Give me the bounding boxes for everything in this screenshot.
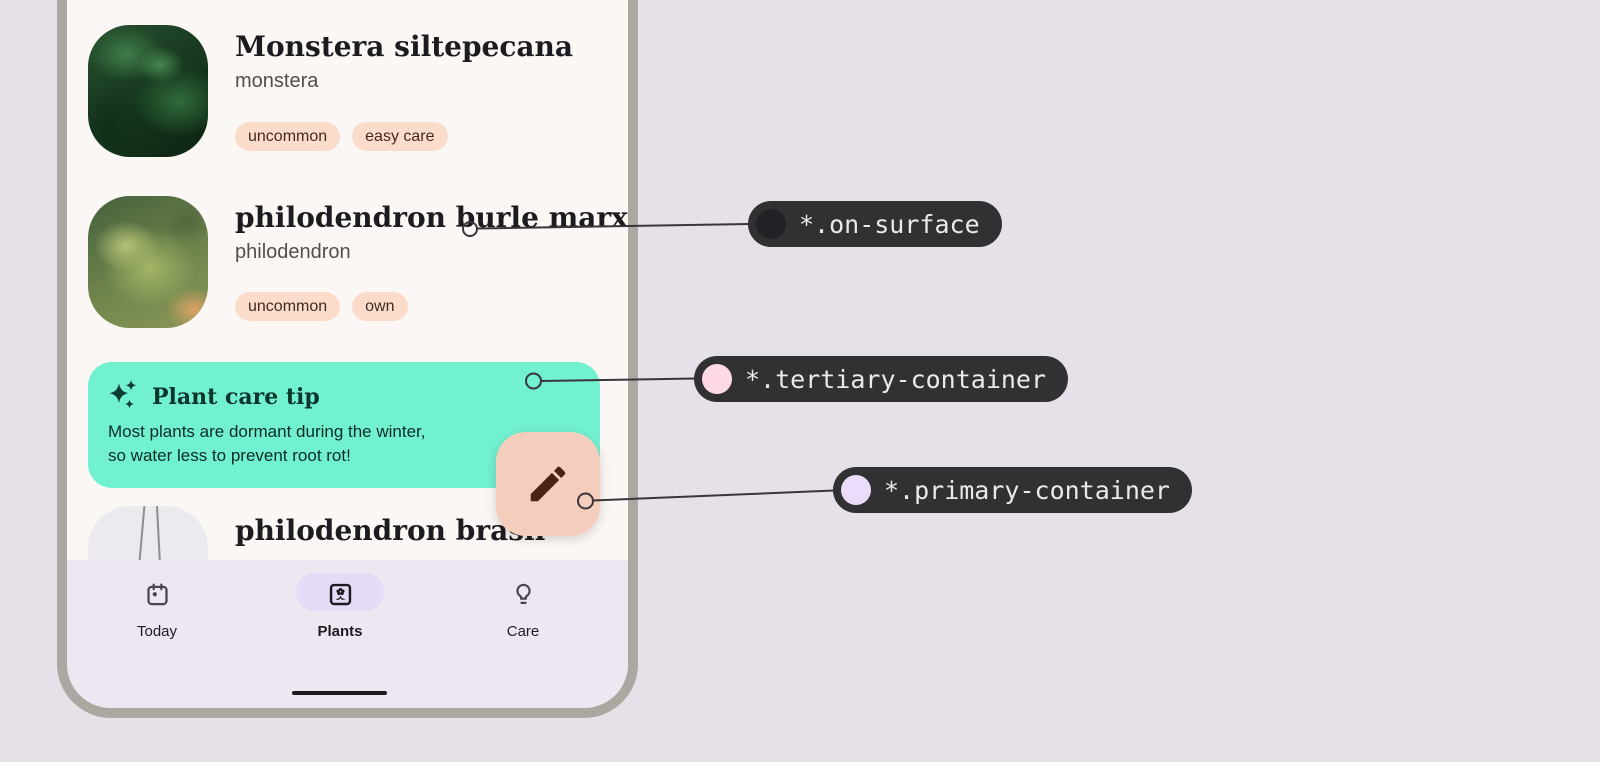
lightbulb-icon [515, 583, 531, 604]
tag-chip: uncommon [235, 122, 341, 151]
color-swatch [702, 364, 732, 394]
plant-species: monstera [235, 70, 319, 92]
plant-name: philodendron burle marx [235, 201, 628, 234]
sparkle-icon [109, 379, 137, 409]
tag-chip: own [352, 292, 408, 321]
token-label: *.tertiary-container [745, 364, 1047, 394]
calendar-icon [146, 582, 168, 605]
nav-item-today[interactable]: Today [97, 575, 217, 640]
nav-item-care[interactable]: Care [463, 575, 583, 640]
home-indicator[interactable] [292, 691, 387, 695]
tip-body: Most plants are dormant during the winte… [108, 422, 426, 465]
plant-species: philodendron [235, 241, 351, 263]
nav-label: Care [506, 623, 540, 640]
token-label: *.primary-container [884, 475, 1170, 505]
pencil-icon [530, 466, 566, 502]
tip-title: Plant care tip [152, 384, 320, 410]
plant-name: Monstera siltepecana [235, 30, 574, 63]
color-swatch [841, 475, 871, 505]
annotation-on-surface: *.on-surface [748, 201, 1002, 247]
annotation-primary-container: *.primary-container [833, 467, 1192, 513]
plant-name: philodendron brasil [235, 514, 546, 547]
plants-screen: Monstera siltepecana monstera uncommon e… [67, 0, 628, 708]
nav-label: Today [136, 623, 178, 640]
nav-label: Plants [317, 623, 363, 640]
nav-item-plants[interactable]: Plants [280, 573, 400, 640]
tag-chip: easy care [352, 122, 448, 151]
plant-tags: uncommon own [235, 292, 408, 321]
plant-photo-monstera [88, 25, 208, 157]
phone-mockup: Monstera siltepecana monstera uncommon e… [57, 0, 638, 718]
tag-chip: uncommon [235, 292, 341, 321]
color-swatch [756, 209, 786, 239]
edit-fab[interactable] [496, 432, 600, 536]
potted-plant-icon [329, 583, 351, 605]
token-label: *.on-surface [799, 209, 980, 239]
annotation-tertiary-container: *.tertiary-container [694, 356, 1069, 402]
bottom-navigation: Today [67, 560, 628, 708]
plant-tags: uncommon easy care [235, 122, 448, 151]
plant-photo-philodendron [88, 196, 208, 328]
